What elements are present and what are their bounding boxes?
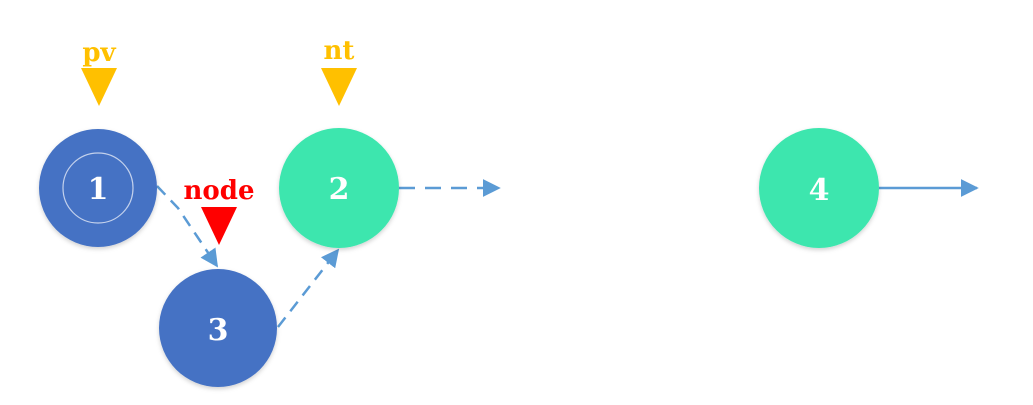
pointer-pv: pv	[81, 38, 117, 106]
pointer-nt-triangle	[321, 68, 357, 106]
pointer-pv-triangle	[81, 68, 117, 106]
pointer-nt: nt	[321, 36, 357, 106]
edge-1-to-3	[156, 185, 219, 268]
node-1-inner-ring	[62, 152, 134, 224]
node-3-label: 3	[208, 313, 229, 348]
node-2: 2	[279, 128, 399, 248]
node-1: 1	[39, 129, 157, 247]
edges	[156, 179, 979, 328]
node-1-circle	[39, 129, 157, 247]
node-2-label: 2	[329, 172, 350, 207]
pointer-node-label: node	[184, 176, 255, 206]
node-4-label: 4	[809, 173, 830, 208]
pointer-nt-label: nt	[324, 36, 355, 66]
edge-3-to-2	[277, 248, 340, 328]
node-4-circle	[759, 128, 879, 248]
node-3-circle	[159, 269, 277, 387]
node-1-label: 1	[88, 172, 109, 207]
pointer-pv-label: pv	[82, 38, 116, 68]
pointer-node-triangle	[201, 207, 237, 245]
pointer-node: node	[184, 176, 255, 245]
node-4: 4	[759, 128, 879, 248]
node-2-circle	[279, 128, 399, 248]
node-3: 3	[159, 269, 277, 387]
